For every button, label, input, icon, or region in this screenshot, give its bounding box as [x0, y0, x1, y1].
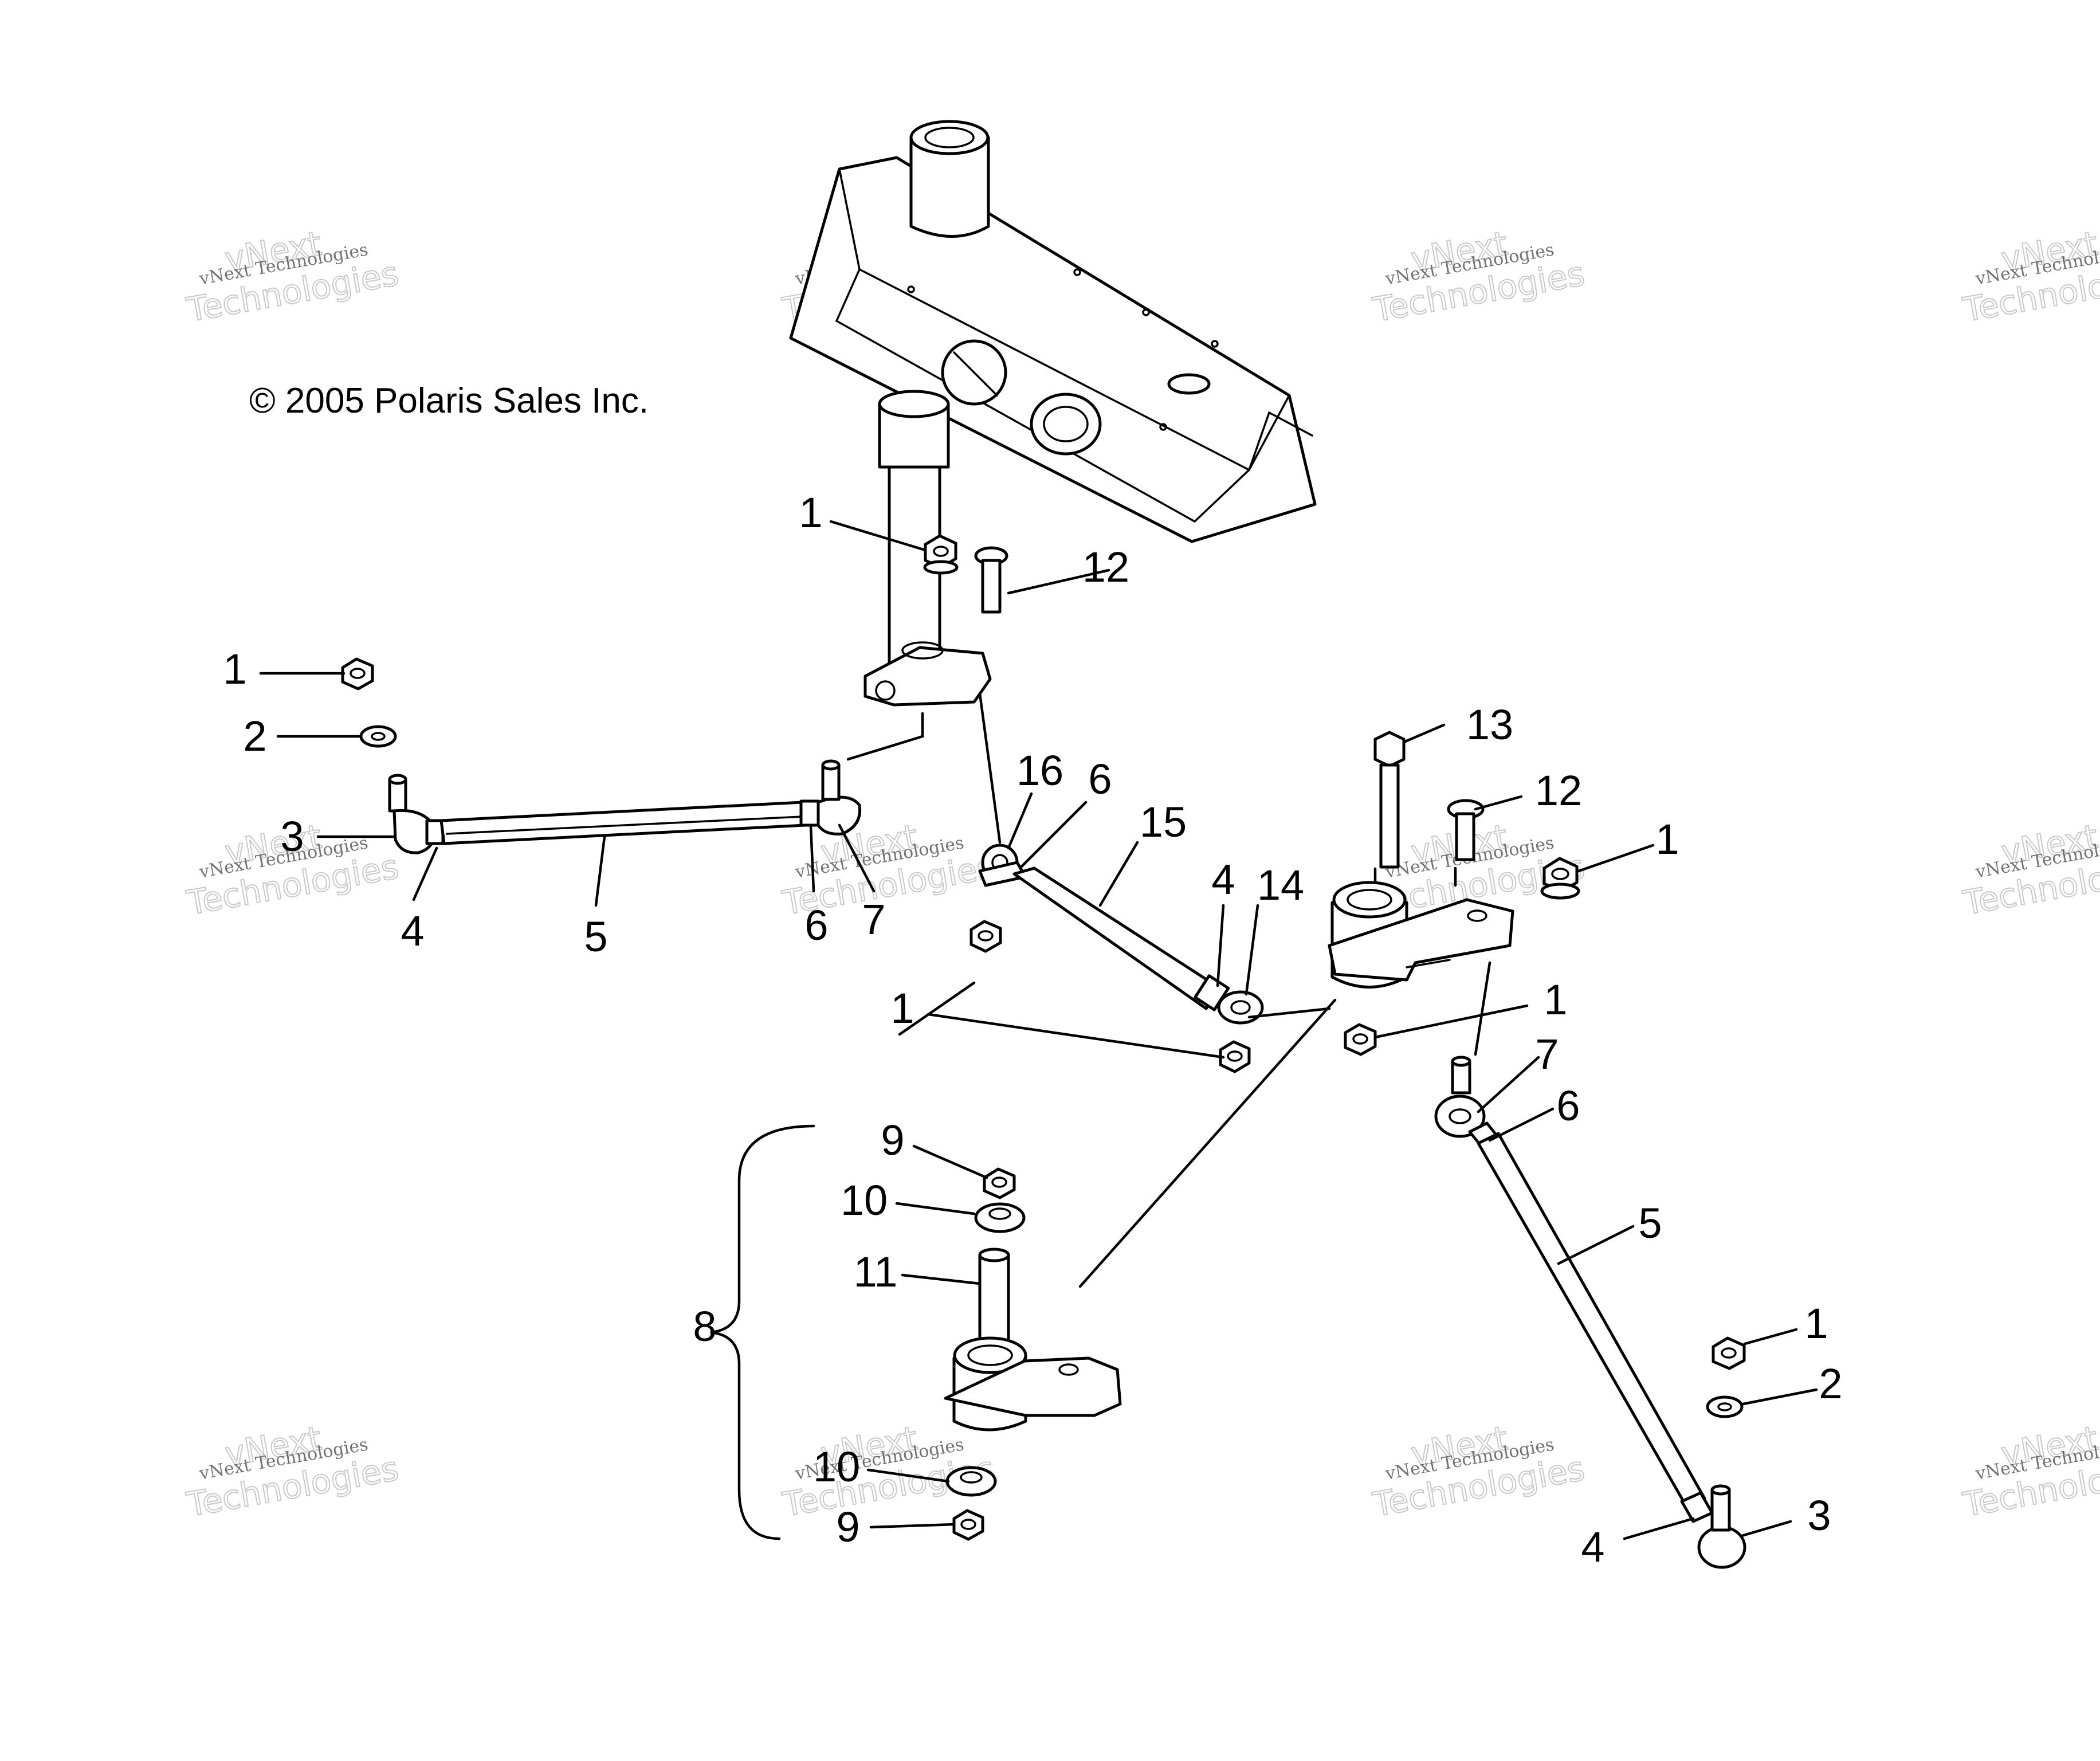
callout-2: 2 [243, 712, 266, 760]
tie-rod-left [388, 759, 862, 854]
washer-2-right [1706, 1395, 1744, 1418]
nut-1-center-b [1219, 1040, 1251, 1073]
callout-11: 11 [854, 1248, 898, 1296]
callout-7: 7 [1535, 1030, 1559, 1078]
nut-1-right-mid [1344, 1023, 1377, 1056]
callout-16: 16 [1016, 747, 1063, 794]
callout-4: 4 [401, 907, 424, 955]
watermark: vNext vNext Technologies Technologies [183, 1418, 402, 1525]
callout-14: 14 [1257, 861, 1304, 909]
callout-1: 1 [223, 645, 246, 693]
watermark: vNext vNext Technologies Technologies [1960, 1418, 2100, 1525]
callout-4: 4 [1211, 856, 1235, 903]
bolt-13 [1373, 731, 1406, 869]
watermark: vNext vNext Technologies Technologies [183, 223, 402, 330]
callout-4: 4 [1581, 1523, 1604, 1571]
callout-12: 12 [1535, 767, 1582, 814]
callout-9: 9 [881, 1116, 904, 1164]
callout-15: 15 [1140, 798, 1187, 846]
leader-lines [259, 520, 1818, 1540]
nut-1-top [923, 534, 959, 575]
callout-5: 5 [1638, 1199, 1662, 1247]
callout-10: 10 [841, 1176, 888, 1224]
callout-1: 1 [1804, 1300, 1828, 1347]
nut-1-center-a [969, 920, 1002, 953]
assembly-brace [710, 1124, 815, 1540]
nut-1-right-top [1540, 857, 1580, 900]
callout-6: 6 [1088, 755, 1112, 803]
callout-1: 1 [890, 985, 914, 1032]
callout-12: 12 [1082, 543, 1129, 591]
callout-5: 5 [584, 913, 607, 960]
callout-6: 6 [804, 901, 828, 949]
frame-steering-head [789, 120, 1317, 543]
callout-3: 3 [1807, 1492, 1831, 1539]
watermark: vNext vNext Technologies Technologies [1369, 223, 1588, 330]
callout-2: 2 [1819, 1360, 1842, 1407]
watermark: vNext vNext Technologies Technologies [1369, 1418, 1588, 1525]
assembly-lines [846, 692, 1491, 1288]
pitman-arm-right [1328, 881, 1514, 989]
bolt-12-right [1447, 799, 1485, 861]
copyright-text: © 2005 Polaris Sales Inc. [249, 381, 649, 421]
nut-1-right-bottom [1712, 1336, 1746, 1370]
callout-1: 1 [799, 489, 822, 536]
steering-post [863, 390, 992, 707]
callout-9: 9 [836, 1503, 859, 1551]
callout-1: 1 [1544, 976, 1567, 1023]
watermark: vNext vNext Technologies Technologies [1960, 817, 2100, 923]
callout-3: 3 [280, 813, 304, 860]
bolt-12-top [974, 546, 1008, 614]
callout-7: 7 [862, 896, 885, 943]
watermark: vNext vNext Technologies Technologies [1960, 223, 2100, 330]
callout-8: 8 [693, 1303, 716, 1350]
washer-2-left [359, 725, 397, 748]
tie-rod-right [1434, 1056, 1746, 1569]
callout-10: 10 [813, 1443, 860, 1491]
callout-13: 13 [1466, 701, 1513, 748]
idler-assembly [710, 1124, 1122, 1541]
nut-1-left [341, 657, 374, 691]
callout-labels: 1 12 1 2 3 4 5 6 7 16 6 15 4 14 1 13 12 … [223, 489, 1842, 1571]
callout-1: 1 [1655, 815, 1679, 863]
callout-6: 6 [1556, 1082, 1580, 1129]
